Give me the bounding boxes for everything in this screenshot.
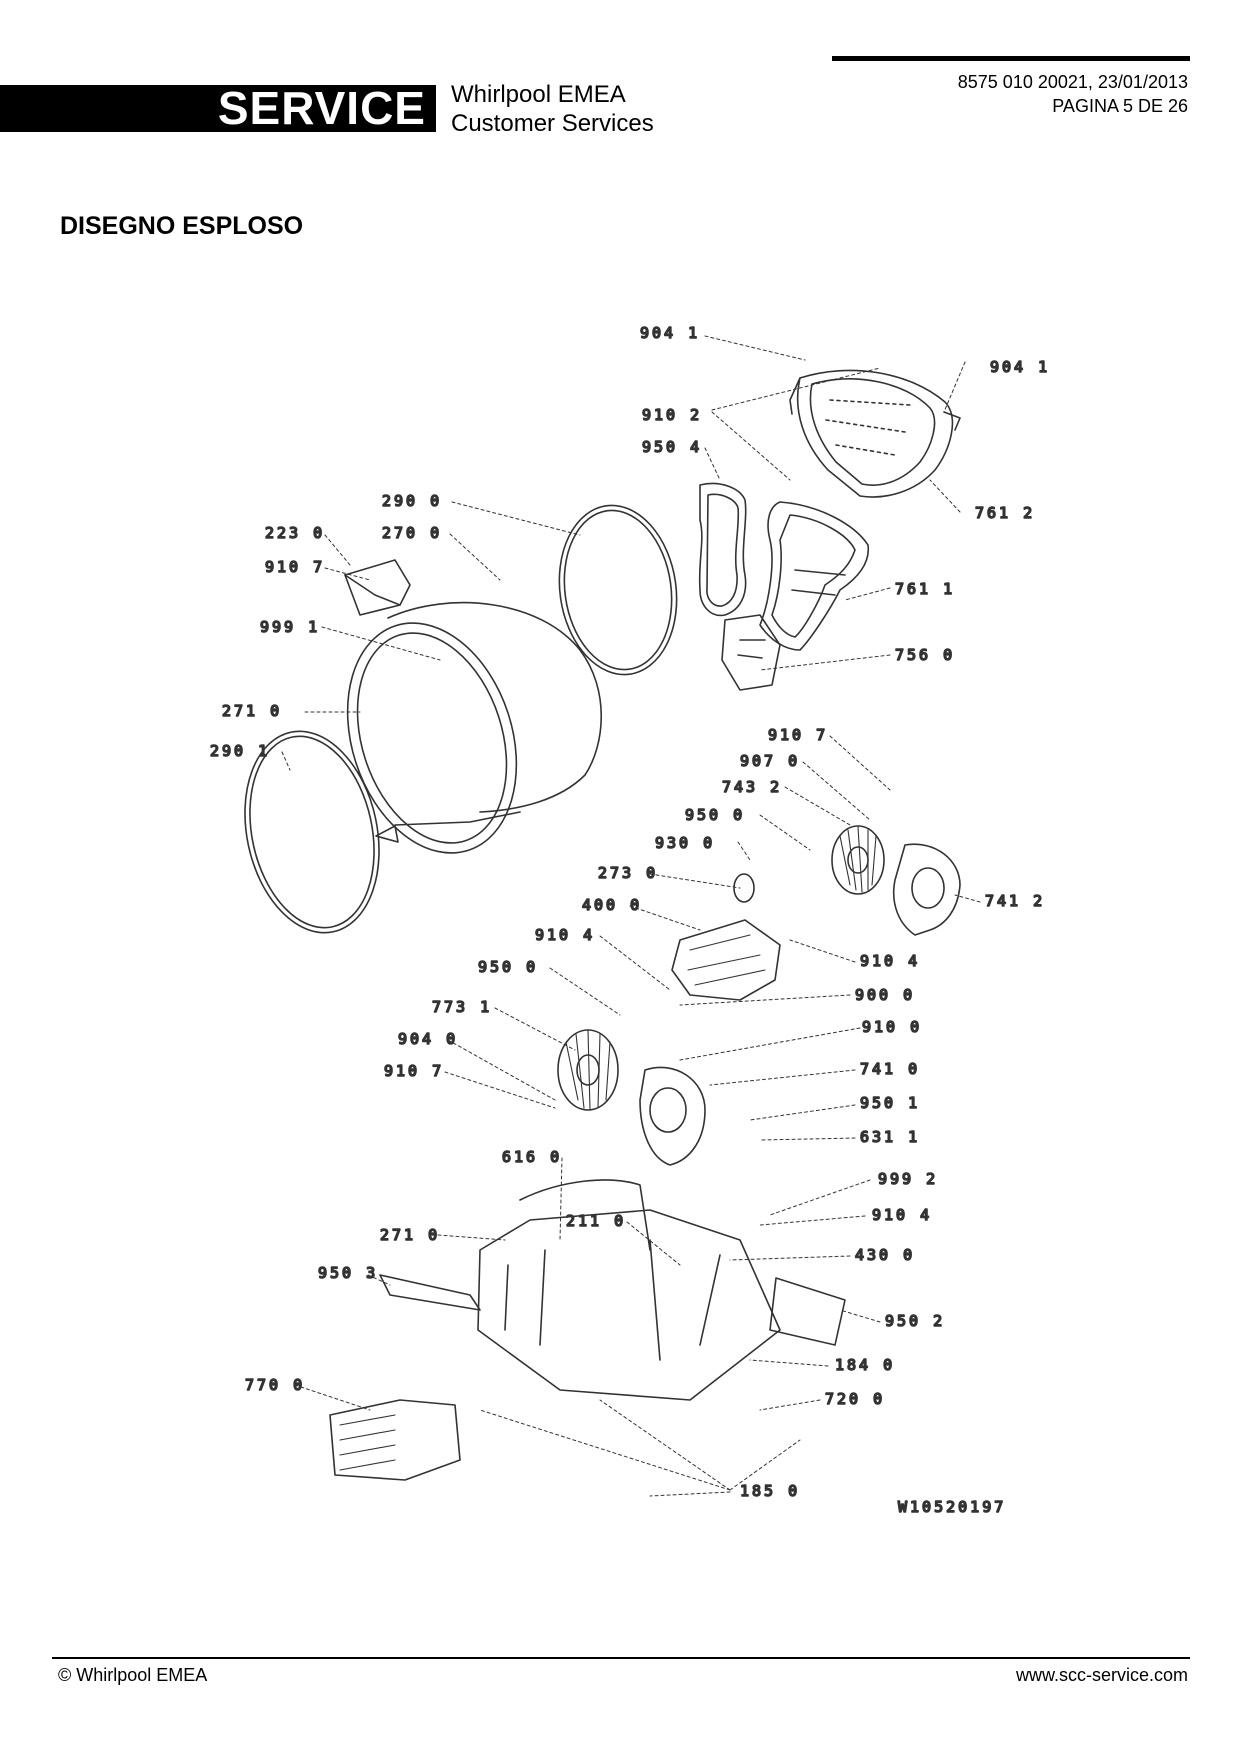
part-label: 904 1: [990, 358, 1050, 376]
drawing-code: W10520197: [898, 1498, 1006, 1516]
part-label: 950 0: [685, 806, 745, 824]
part-label: 271 0: [222, 702, 282, 720]
part-label: 950 1: [860, 1094, 920, 1112]
rear-cover-part: [789, 369, 961, 498]
part-label: 756 0: [895, 646, 955, 664]
part-label: 290 0: [382, 492, 442, 510]
drum-part: [346, 601, 603, 854]
condenser-part: [329, 1399, 461, 1481]
part-label: 271 0: [380, 1226, 440, 1244]
bracket-223-part: [344, 559, 411, 616]
fan-743-2-part: [831, 825, 885, 895]
footer-rule: [52, 1657, 1190, 1659]
header-rule: [832, 56, 1190, 61]
part-label: 761 1: [895, 580, 955, 598]
part-label: 999 2: [878, 1170, 938, 1188]
part-label: 430 0: [855, 1246, 915, 1264]
part-label: 904 0: [398, 1030, 458, 1048]
part-label: 185 0: [740, 1482, 800, 1500]
gasket-frame-part: [759, 501, 870, 651]
part-label: 910 4: [860, 952, 920, 970]
part-label: 910 7: [265, 558, 325, 576]
part-label: 910 4: [535, 926, 595, 944]
leader-lines: [281, 335, 981, 1497]
part-label: 720 0: [825, 1390, 885, 1408]
company-division: Customer Services: [451, 110, 654, 137]
cover-950-3-part: [379, 1274, 481, 1311]
fan-housing-741-0-part: [639, 1066, 706, 1166]
part-label: 741 0: [860, 1060, 920, 1078]
part-label: 910 7: [384, 1062, 444, 1080]
part-label: 999 1: [260, 618, 320, 636]
drum-ring-290-1: [244, 730, 380, 934]
company-name: Whirlpool EMEA: [451, 81, 626, 108]
part-label: 741 2: [985, 892, 1045, 910]
part-label: 743 2: [722, 778, 782, 796]
website-link[interactable]: www.scc-service.com: [1015, 1665, 1188, 1685]
part-label: 761 2: [975, 504, 1035, 522]
filter-housing-part: [721, 614, 781, 691]
part-label: 900 0: [855, 986, 915, 1004]
part-label: 400 0: [582, 896, 642, 914]
part-label: 184 0: [835, 1356, 895, 1374]
company-block: Whirlpool EMEA Customer Services: [451, 80, 654, 138]
drum-ring-290-0: [558, 504, 678, 676]
document-info: 8575 010 20021, 23/01/2013 PAGINA 5 DE 2…: [958, 70, 1188, 118]
part-label: 616 0: [502, 1148, 562, 1166]
cover-950-2-part: [769, 1277, 846, 1346]
part-label: 270 0: [382, 524, 442, 542]
part-label: 904 1: [640, 324, 700, 342]
fan-housing-741-2-part: [892, 843, 961, 936]
part-label: 950 4: [642, 438, 702, 456]
document-reference: 8575 010 20021, 23/01/2013: [957, 72, 1188, 92]
part-label: 273 0: [598, 864, 658, 882]
part-label: 290 1: [210, 742, 270, 760]
page-number: PAGINA 5 DE 26: [1052, 96, 1188, 116]
fan-773-1-part: [557, 1029, 619, 1111]
part-label: 950 3: [318, 1264, 378, 1282]
part-label: 770 0: [245, 1376, 305, 1394]
copyright-text: © Whirlpool EMEA: [58, 1665, 208, 1685]
base-frame-part: [477, 1179, 781, 1401]
motor-part: [671, 873, 781, 1001]
service-logo: SERVICE: [0, 82, 436, 134]
part-label: 910 0: [862, 1018, 922, 1036]
part-label: 223 0: [265, 524, 325, 542]
part-label: 211 0: [566, 1212, 626, 1230]
part-label: 773 1: [432, 998, 492, 1016]
part-label: 950 0: [478, 958, 538, 976]
part-label: 950 2: [885, 1312, 945, 1330]
part-label: 910 2: [642, 406, 702, 424]
part-label: 930 0: [655, 834, 715, 852]
part-label: 631 1: [860, 1128, 920, 1146]
page-title: DISEGNO ESPLOSO: [60, 212, 304, 240]
part-label: 910 4: [872, 1206, 932, 1224]
part-label: 910 7: [768, 726, 828, 744]
service-logo-text: SERVICE: [217, 82, 426, 134]
seal-part: [698, 482, 747, 617]
part-label: 907 0: [740, 752, 800, 770]
